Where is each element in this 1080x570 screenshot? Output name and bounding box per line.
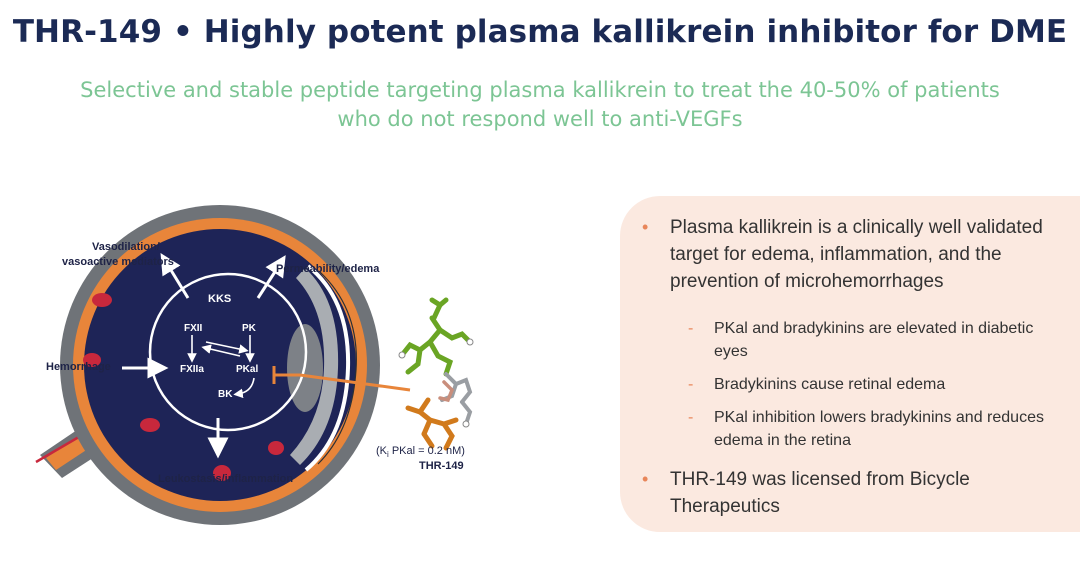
arrow-pkal-feedback <box>201 344 241 357</box>
label-pk: PK <box>242 323 257 334</box>
label-vasodilation-2: vasoactive mediators <box>62 256 174 268</box>
label-bk: BK <box>218 389 233 400</box>
label-fxii: FXII <box>184 323 203 334</box>
page-subtitle: Selective and stable peptide targeting p… <box>60 76 1020 134</box>
label-kks: KKS <box>208 293 231 305</box>
sub-bullet-text-1: PKal and bradykinins are elevated in dia… <box>714 320 1034 360</box>
bullet-item: • Plasma kallikrein is a clinically well… <box>640 214 1070 295</box>
subtitle-line-1: Selective and stable peptide targeting p… <box>80 78 1000 102</box>
sub-bullet-marker: - <box>688 376 694 393</box>
molecule-ki-label: (Ki PKal = 0.2 nM) <box>376 445 465 459</box>
arrow-fxiia-activation <box>205 341 249 354</box>
sub-bullet-text-3: PKal inhibition lowers bradykinins and r… <box>714 409 1044 449</box>
label-pkal: PKal <box>236 364 258 375</box>
label-permeability: Permeability/edema <box>276 263 380 275</box>
rbc <box>140 418 160 432</box>
label-hemorrhage: Hemorrhage <box>46 361 111 373</box>
kks-eye-diagram: KKS FXII PK FXIIa PKal BK Vasodilation/ … <box>35 205 474 525</box>
bullet-item: • THR-149 was licensed from Bicycle Ther… <box>640 466 1070 520</box>
bullet-text-license: THR-149 was licensed from Bicycle Therap… <box>670 469 970 517</box>
info-panel <box>620 196 1080 532</box>
rbc <box>92 293 112 307</box>
bullet-marker: • <box>642 469 649 489</box>
thr149-molecule <box>398 297 474 451</box>
bullet-list: • Plasma kallikrein is a clinically well… <box>640 214 1070 542</box>
arrow-vasodilation <box>160 253 190 299</box>
sub-bullet-text-2: Bradykinins cause retinal edema <box>714 376 946 393</box>
arrow-pkal-bk <box>233 377 255 399</box>
sub-bullet-item: - Bradykinins cause retinal edema <box>640 373 1070 396</box>
bullet-marker: • <box>642 217 649 237</box>
sub-bullet-item: - PKal inhibition lowers bradykinins and… <box>640 406 1070 452</box>
subtitle-line-2: who do not respond well to anti-VEGFs <box>337 107 743 131</box>
inhibition-line <box>272 366 411 392</box>
kks-cycle <box>148 272 308 432</box>
molecule-name: THR-149 <box>419 460 464 472</box>
sub-bullet-marker: - <box>688 409 694 426</box>
label-leukostasis: Leukostasis/inflammation <box>158 473 293 485</box>
vitreous <box>84 229 356 501</box>
bullet-text-kallikrein: Plasma kallikrein is a clinically well v… <box>670 217 1043 292</box>
page-title: THR-149 • Highly potent plasma kallikrei… <box>12 14 1068 50</box>
label-fxiia: FXIIa <box>180 364 204 375</box>
sub-bullet-marker: - <box>688 320 694 337</box>
sub-bullet-item: - PKal and bradykinins are elevated in d… <box>640 317 1070 363</box>
rbc <box>213 465 231 481</box>
rbc <box>83 353 101 367</box>
label-vasodilation-1: Vasodilation/ <box>92 241 160 253</box>
rbc <box>268 441 284 455</box>
arrow-permeability <box>256 255 286 299</box>
blood-cells <box>83 293 284 481</box>
